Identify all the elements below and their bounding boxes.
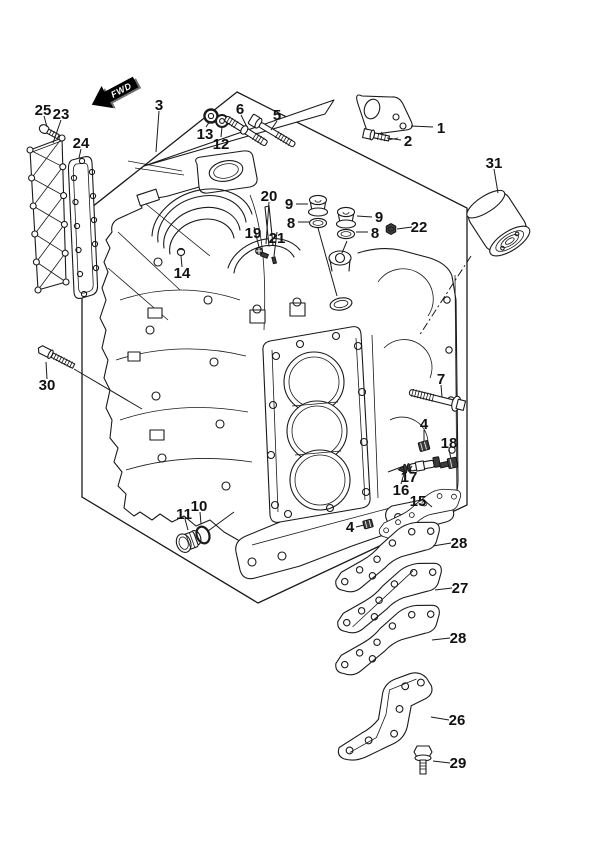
part-8-seal-right [336, 228, 356, 240]
part-21-pin [271, 256, 278, 265]
part-6-stud [224, 115, 268, 147]
part-24-gasket [67, 156, 100, 299]
part-18-bolt [439, 456, 459, 469]
part-4-nut-upper [417, 440, 431, 452]
callout-4-lower: 4 [346, 519, 355, 536]
callout-29: 29 [450, 755, 467, 772]
callout-12: 12 [213, 136, 230, 153]
deck-edge-sliver [143, 99, 335, 167]
callout-1: 1 [437, 120, 445, 137]
callout-30: 30 [39, 377, 56, 394]
callout-28-lower: 28 [450, 630, 467, 647]
callout-23: 23 [53, 106, 70, 123]
fwd-arrow: FWD [91, 76, 142, 109]
callout-14: 14 [174, 265, 191, 282]
part-27-plate [326, 555, 453, 639]
callout-20: 20 [261, 188, 278, 205]
part-9-cap-left [307, 194, 329, 217]
callout-6: 6 [236, 101, 244, 118]
part-13-washer [203, 108, 219, 124]
part-10-oring [195, 525, 211, 545]
leader-lines [43, 110, 499, 764]
callout-9-right: 9 [375, 209, 383, 226]
part-7-bolt [408, 388, 467, 412]
part-22-nut [385, 222, 397, 236]
callout-8-left: 8 [287, 215, 295, 232]
callout-17: 17 [401, 469, 418, 486]
callout-22: 22 [411, 219, 428, 236]
part-9-cap-right [335, 206, 357, 229]
callout-27: 27 [452, 580, 469, 597]
callout-18: 18 [441, 435, 458, 452]
part-4-nut-lower [362, 518, 374, 530]
part-5-bolt [247, 113, 296, 148]
callout-16: 16 [393, 482, 410, 499]
callout-19: 19 [245, 225, 262, 242]
fwd-arrow-shape [91, 76, 139, 109]
callout-5: 5 [273, 107, 281, 124]
part-2-bolt [362, 128, 391, 142]
callout-31: 31 [486, 155, 503, 172]
part-19-screw [255, 247, 270, 259]
part-30-bolt [37, 345, 76, 369]
callout-24: 24 [73, 135, 90, 152]
callout-28-upper: 28 [451, 535, 468, 552]
callout-8-right: 8 [371, 225, 379, 242]
part-14-pin [176, 247, 186, 257]
callout-15: 15 [410, 493, 427, 510]
callout-7: 7 [437, 371, 445, 388]
part-23-lattice-plate [26, 134, 70, 294]
callout-4-upper: 4 [420, 416, 429, 433]
callout-2: 2 [404, 133, 412, 150]
part-28-gasket-lower [324, 597, 451, 681]
callout-10: 10 [191, 498, 208, 515]
part-29-bolt [413, 745, 433, 775]
part-17-anode [397, 456, 441, 474]
callout-25: 25 [35, 102, 52, 119]
callout-21: 21 [269, 230, 286, 247]
callout-11: 11 [176, 506, 192, 523]
part-8-seal-left [308, 217, 328, 229]
callout-9-left: 9 [285, 196, 293, 213]
callout-13: 13 [197, 126, 214, 143]
callout-labels: 25 23 24 3 13 12 6 5 1 2 31 9 8 9 8 22 2… [35, 97, 503, 772]
callout-26: 26 [449, 712, 466, 729]
part-31-oil-filter [466, 189, 531, 257]
part-11-plug [175, 529, 202, 553]
callout-3: 3 [155, 97, 163, 114]
